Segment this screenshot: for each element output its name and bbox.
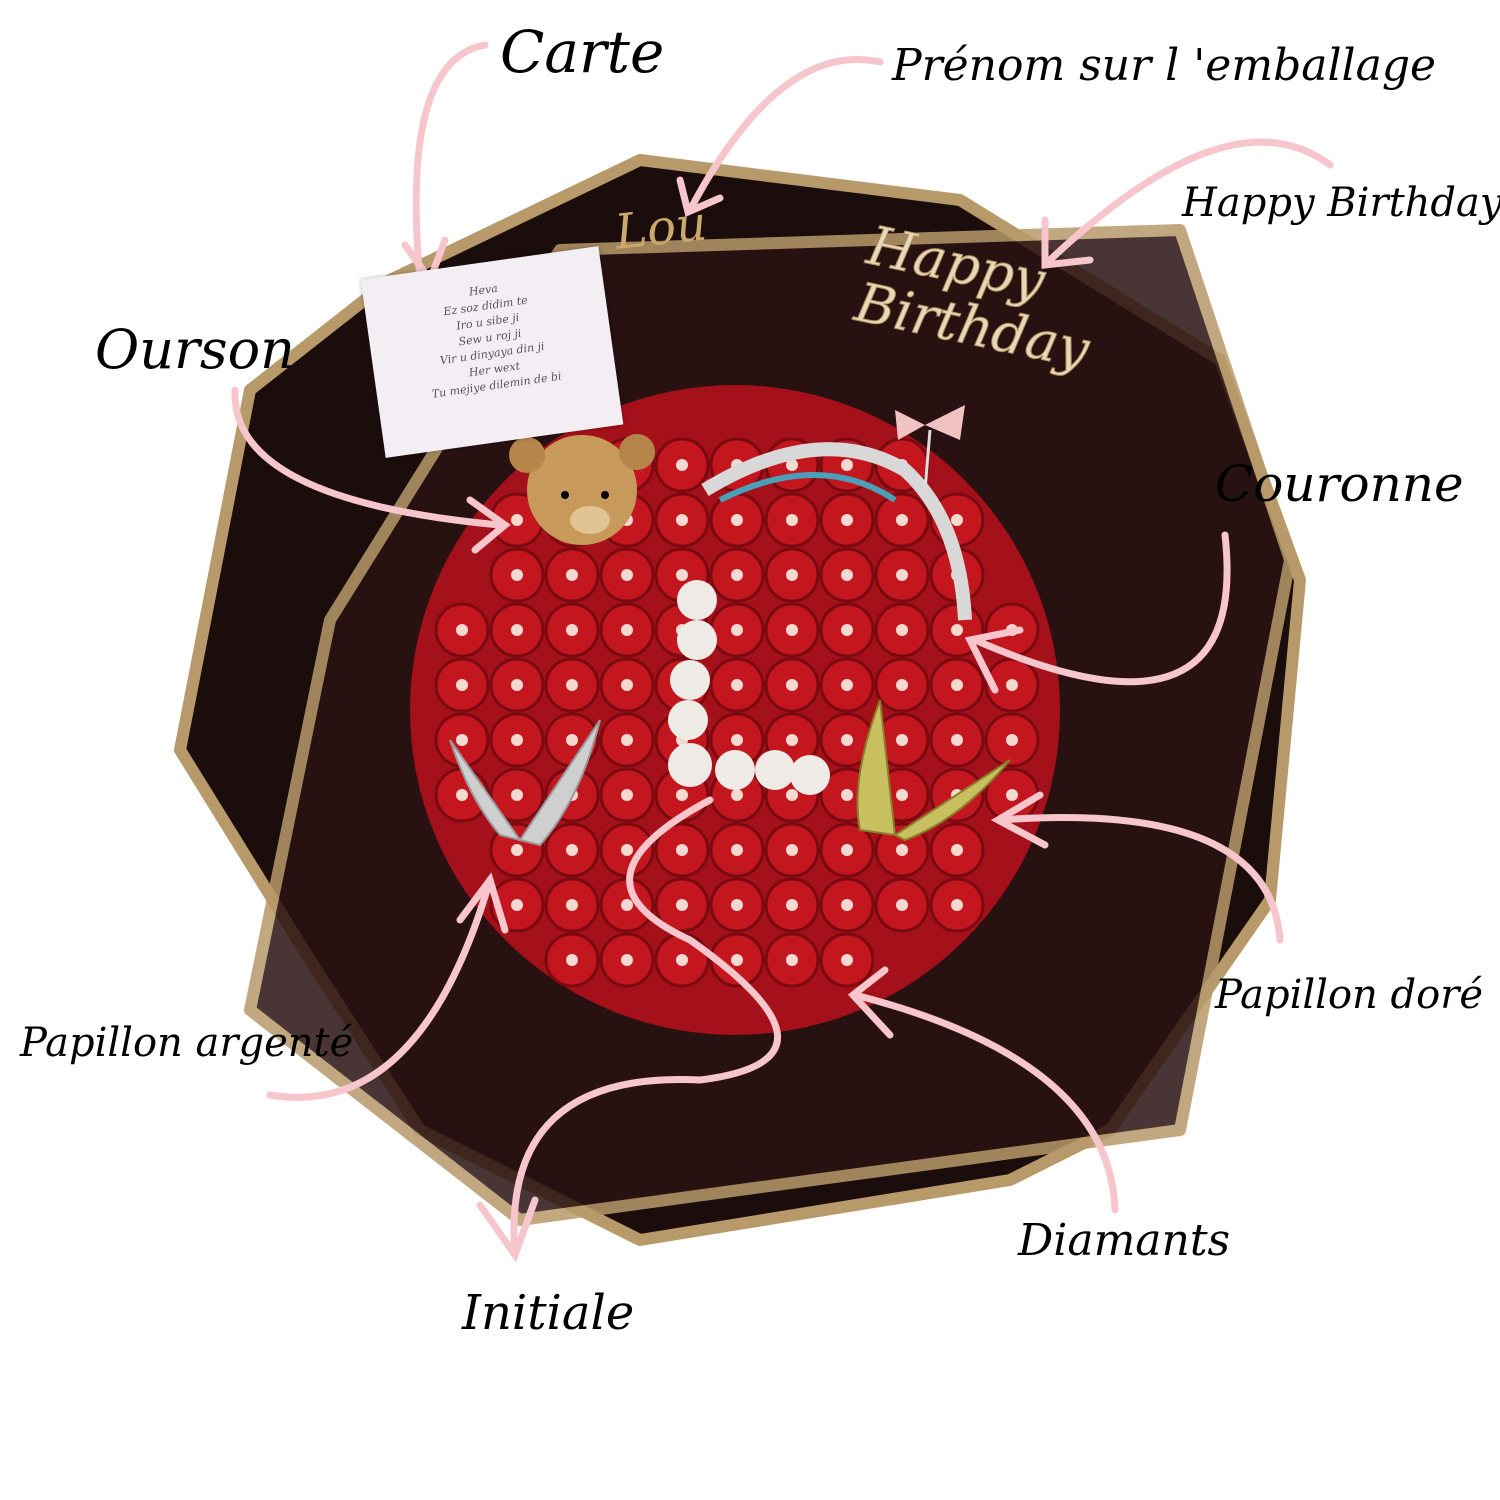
- diamond: [786, 789, 798, 801]
- diamond: [676, 514, 688, 526]
- diamond: [731, 514, 743, 526]
- diamond: [1006, 734, 1018, 746]
- diamond: [621, 899, 633, 911]
- diamond: [951, 679, 963, 691]
- diamond: [786, 734, 798, 746]
- diamond: [786, 899, 798, 911]
- diamond: [841, 679, 853, 691]
- diamond: [676, 459, 688, 471]
- diamond: [841, 624, 853, 636]
- diamond: [1006, 789, 1018, 801]
- diamond: [621, 569, 633, 581]
- diamond: [566, 734, 578, 746]
- annotation-arrows: [231, 41, 1334, 1263]
- initial-l-white-roses: [668, 580, 830, 795]
- diamond: [841, 459, 853, 471]
- diamond: [566, 844, 578, 856]
- label-couronne: Couronne: [1215, 455, 1464, 513]
- message-card: Heva Ez soz didim te Iro u sibe ji Sew u…: [360, 246, 624, 458]
- diamond: [621, 679, 633, 691]
- diamond: [896, 569, 908, 581]
- diamond: [456, 624, 468, 636]
- diamond: [511, 624, 523, 636]
- diamond: [731, 734, 743, 746]
- label-initiale: Initiale: [462, 1285, 635, 1341]
- diamond: [566, 624, 578, 636]
- diamond: [621, 734, 633, 746]
- label-papillon-argente: Papillon argenté: [20, 1020, 354, 1066]
- diamond: [951, 734, 963, 746]
- diamond: [896, 899, 908, 911]
- diamond: [841, 844, 853, 856]
- teddy-bear: [509, 434, 655, 545]
- diamond: [621, 624, 633, 636]
- label-carte: Carte: [500, 18, 665, 86]
- bow: [895, 405, 965, 491]
- diamond: [786, 844, 798, 856]
- diamond: [621, 844, 633, 856]
- diamond: [951, 624, 963, 636]
- diamond: [841, 899, 853, 911]
- diamond: [731, 679, 743, 691]
- diamond: [456, 734, 468, 746]
- diamond: [566, 954, 578, 966]
- diamond: [841, 734, 853, 746]
- label-ourson: Ourson: [95, 318, 295, 381]
- diamond: [511, 734, 523, 746]
- label-diamants: Diamants: [1018, 1215, 1231, 1266]
- diamond: [566, 569, 578, 581]
- diamond: [511, 679, 523, 691]
- diamond: [896, 624, 908, 636]
- diamond: [896, 734, 908, 746]
- diamond: [786, 514, 798, 526]
- diamond: [896, 514, 908, 526]
- gold-butterfly: [856, 699, 1011, 842]
- diamond: [511, 514, 523, 526]
- diamond: [456, 679, 468, 691]
- diamond: [456, 789, 468, 801]
- diamond: [621, 789, 633, 801]
- label-happy-birthday: Happy Birthday: [1182, 180, 1500, 226]
- diamond: [676, 569, 688, 581]
- diamond: [676, 899, 688, 911]
- diamond: [841, 569, 853, 581]
- diamond: [896, 844, 908, 856]
- diamond: [951, 514, 963, 526]
- diamond: [511, 844, 523, 856]
- diamond: [731, 789, 743, 801]
- diamond: [731, 954, 743, 966]
- diamond: [511, 789, 523, 801]
- diamond: [896, 679, 908, 691]
- label-prenom: Prénom sur l 'emballage: [892, 40, 1437, 91]
- diamond: [731, 569, 743, 581]
- diamond: [786, 624, 798, 636]
- diamond: [511, 569, 523, 581]
- diamond: [621, 954, 633, 966]
- diamond: [786, 459, 798, 471]
- diamond: [841, 514, 853, 526]
- label-papillon-dore: Papillon doré: [1215, 972, 1483, 1018]
- diamond: [566, 679, 578, 691]
- diamond: [566, 899, 578, 911]
- diamond: [731, 899, 743, 911]
- diamond: [951, 844, 963, 856]
- diamond: [731, 624, 743, 636]
- diamond: [676, 954, 688, 966]
- diamond: [676, 844, 688, 856]
- wrapping-name: Lou: [612, 195, 710, 261]
- diamond: [786, 954, 798, 966]
- diamond: [1006, 679, 1018, 691]
- diamond: [841, 954, 853, 966]
- silver-butterfly: [449, 719, 601, 847]
- diamond: [841, 789, 853, 801]
- diamond: [676, 789, 688, 801]
- diamond: [731, 844, 743, 856]
- diamond: [951, 899, 963, 911]
- diamond: [511, 899, 523, 911]
- crown: [701, 442, 972, 621]
- diamond: [786, 569, 798, 581]
- diamond: [786, 679, 798, 691]
- diamond: [896, 789, 908, 801]
